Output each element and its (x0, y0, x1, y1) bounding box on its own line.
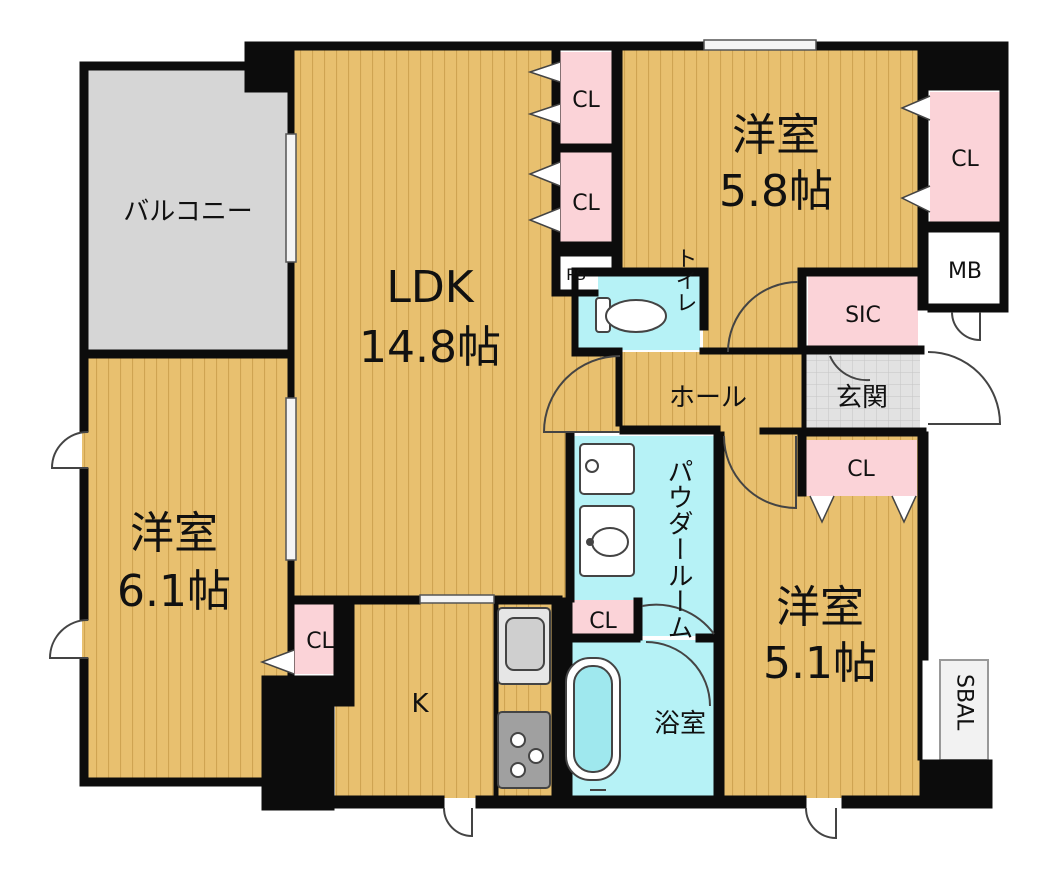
powder-fixtures (579, 443, 635, 577)
western-w-size: 6.1帖 (117, 566, 231, 617)
kitchen-name: K (411, 689, 429, 719)
sic-box (808, 276, 918, 348)
ldk-closet-lower-box (560, 152, 612, 242)
bathtub (565, 657, 621, 791)
ps-name: PS (566, 265, 586, 284)
mb-box (930, 232, 1000, 304)
western-se-closet-box (805, 440, 917, 496)
toilet-fixture (595, 297, 667, 333)
windows (285, 39, 817, 604)
hall-name: ホール (669, 383, 747, 413)
powder-name: パウダールーム (663, 458, 693, 640)
entrance-name: 玄関 (836, 383, 888, 413)
ldk-closet-upper-label: CL (572, 88, 600, 113)
western-se-closet-label: CL (847, 457, 875, 482)
walls (79, 41, 1009, 811)
western-nw-closet-box (930, 92, 1000, 222)
hall-floor (620, 352, 802, 432)
western-se-name: 洋室 (776, 582, 864, 633)
bath-closet-label: CL (589, 609, 617, 634)
bath-name: 浴室 (654, 709, 706, 739)
room-labels: LDK 14.8帖 洋室 5.8帖 洋室 6.1帖 洋室 5.1帖 K バルコニ… (117, 88, 982, 739)
western-nw-name: 洋室 (732, 110, 820, 161)
mb-name: MB (948, 259, 982, 284)
western-nw-floor (620, 50, 920, 352)
ldk-closet-upper-box (560, 52, 612, 144)
bath-closet-box (572, 600, 634, 638)
ldk-floor (290, 50, 620, 598)
balcony-floor (82, 68, 290, 352)
closet-door-marks (259, 61, 931, 675)
door-swings (48, 281, 1002, 840)
ldk-closet-lower-label: CL (572, 191, 600, 216)
western-nw-size: 5.8帖 (719, 166, 833, 217)
entrance-floor (802, 352, 920, 432)
balcony-name: バルコニー (123, 197, 252, 227)
ldk-size: 14.8帖 (359, 322, 501, 373)
western-nw-closet-label: CL (951, 147, 979, 172)
toilet-name: トイレ (672, 247, 697, 313)
kitchen-fixtures (497, 607, 551, 789)
sbal-name: SBAL (952, 674, 977, 731)
western-w-name: 洋室 (130, 508, 218, 559)
western-se-size: 5.1帖 (763, 638, 877, 689)
western-w-closet-label: CL (306, 629, 334, 654)
sic-name: SIC (845, 303, 881, 328)
ldk-name: LDK (386, 262, 474, 313)
western-w-floor (82, 358, 290, 780)
